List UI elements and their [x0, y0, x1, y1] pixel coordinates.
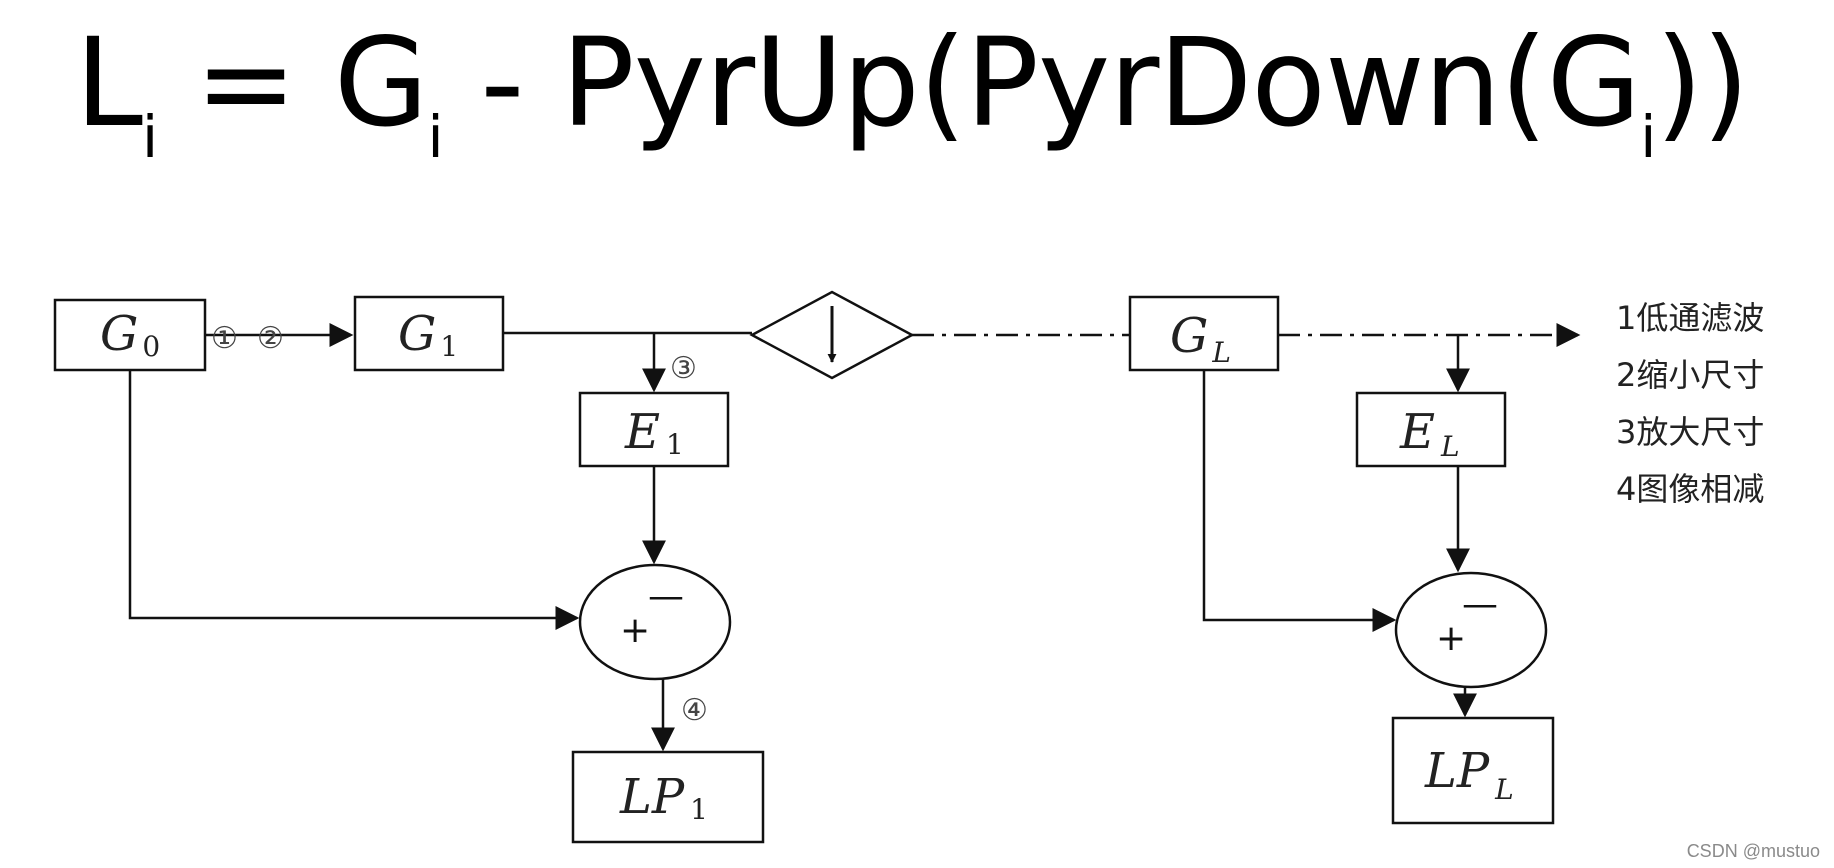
- subtractor-1-minus: —: [648, 576, 684, 617]
- formula-g-sub: i: [427, 103, 443, 171]
- formula: Li = Gi - PyrUp(PyrDown(Gi)): [75, 8, 1750, 166]
- marker-step-2: ②: [257, 321, 284, 356]
- formula-g: G: [333, 12, 429, 154]
- formula-fn-close: )): [1655, 12, 1749, 154]
- edge-gl-sub: [1202, 370, 1397, 632]
- box-e1: [578, 391, 730, 468]
- marker-step-1: ①: [211, 321, 238, 356]
- subtractor-1-plus: +: [620, 610, 650, 651]
- box-gl: [1128, 295, 1280, 372]
- legend-item: 2缩小尺寸: [1616, 356, 1765, 394]
- subtractor-l-minus: —: [1462, 584, 1498, 625]
- legend-item: 1低通滤波: [1616, 299, 1765, 337]
- edge-g0-sub: [128, 370, 580, 630]
- step-legend: 1低通滤波 2缩小尺寸 3放大尺寸 4图像相减: [1616, 290, 1764, 518]
- subtractor-1: [578, 563, 732, 681]
- box-el: [1355, 391, 1507, 468]
- formula-inner-sub: i: [1640, 103, 1656, 171]
- legend-item: 3放大尺寸: [1616, 413, 1765, 451]
- box-g1: [353, 295, 505, 372]
- box-lpl: [1391, 716, 1555, 825]
- subtractor-l-plus: +: [1436, 618, 1466, 659]
- formula-eq: =: [194, 12, 297, 154]
- formula-lhs-sub: i: [141, 103, 158, 171]
- marker-step-4: ④: [681, 693, 708, 728]
- box-g0: [53, 298, 207, 372]
- marker-step-3: ③: [670, 351, 697, 386]
- formula-fn-open: PyrUp(PyrDown(G: [561, 12, 1641, 154]
- formula-minus: -: [480, 12, 524, 154]
- legend-item: 4图像相减: [1616, 470, 1765, 508]
- formula-lhs: L: [75, 12, 143, 154]
- box-lp1: [571, 750, 765, 844]
- watermark: CSDN @mustuo: [1686, 841, 1820, 861]
